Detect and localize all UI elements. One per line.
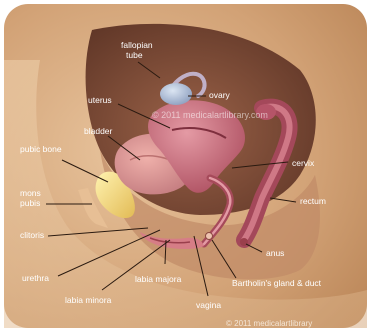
label-fallopian-tube-line2: tube bbox=[126, 50, 143, 60]
watermark: © 2011 medicalartlibrary.com bbox=[152, 110, 268, 120]
ovary-shape bbox=[160, 83, 192, 105]
label-uterus: uterus bbox=[88, 95, 112, 105]
label-bartholins-gland: Bartholin's gland & duct bbox=[232, 278, 322, 288]
label-cervix: cervix bbox=[292, 158, 315, 168]
label-labia-majora: labia majora bbox=[135, 274, 182, 284]
label-anus: anus bbox=[266, 248, 284, 258]
label-mons-pubis-line1: mons bbox=[20, 188, 41, 198]
copyright-text: © 2011 medicalartlibrary bbox=[226, 319, 312, 328]
bartholins-gland-shape bbox=[206, 233, 213, 240]
label-fallopian-tube-line1: fallopian bbox=[121, 40, 153, 50]
label-rectum: rectum bbox=[300, 196, 326, 206]
label-bladder: bladder bbox=[84, 126, 113, 136]
label-clitoris: clitoris bbox=[20, 230, 44, 240]
label-mons-pubis-line2: pubis bbox=[20, 198, 40, 208]
label-urethra: urethra bbox=[22, 273, 49, 283]
label-labia-minora: labia minora bbox=[65, 295, 112, 305]
label-pubic-bone: pubic bone bbox=[20, 144, 62, 154]
label-ovary: ovary bbox=[209, 90, 231, 100]
label-vagina: vagina bbox=[196, 300, 221, 310]
